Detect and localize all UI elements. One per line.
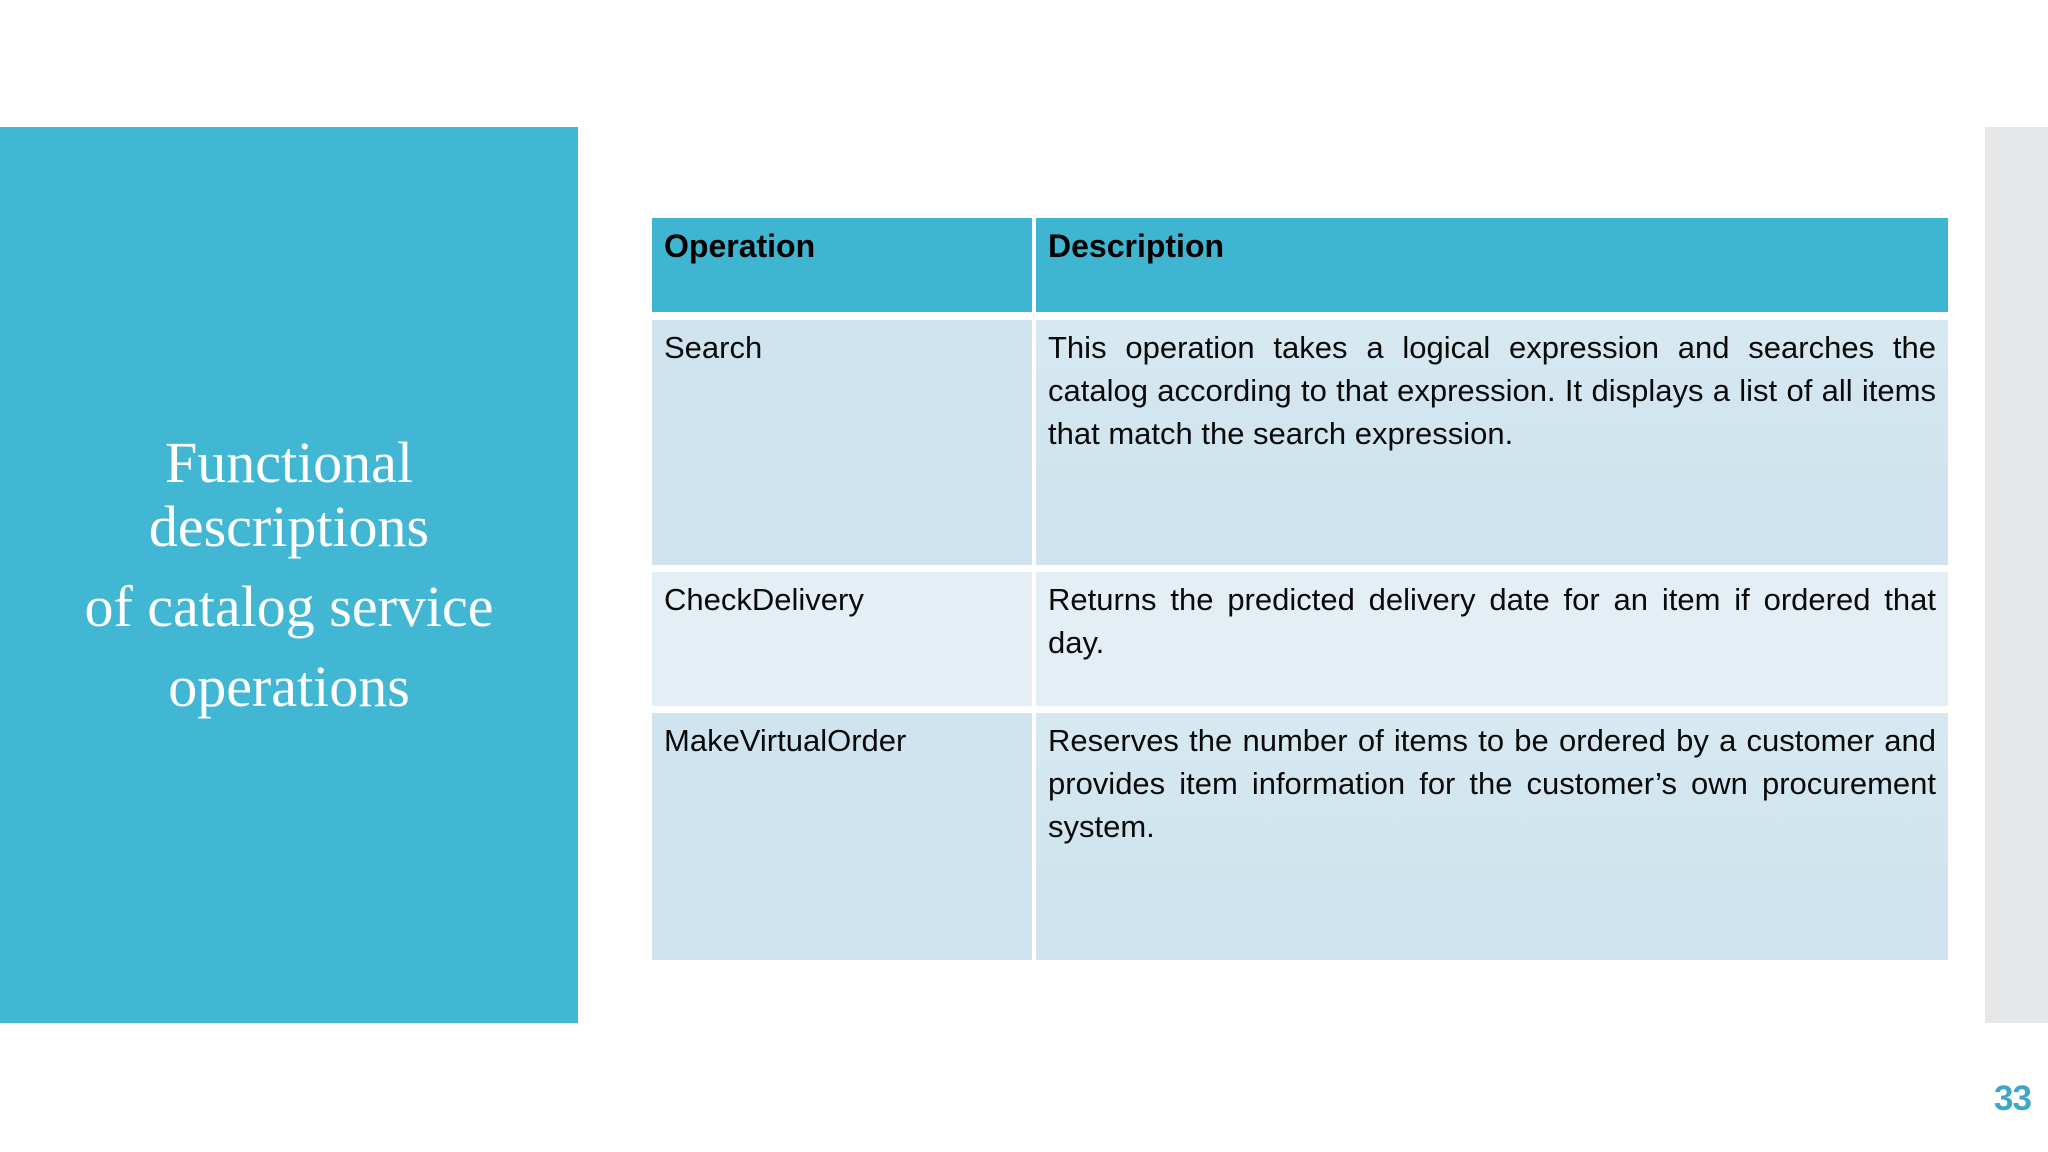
description-cell: Reserves the number of items to be order… bbox=[1036, 713, 1948, 960]
table-row: CheckDelivery Returns the predicted deli… bbox=[652, 572, 1948, 706]
title-line: operations bbox=[168, 654, 410, 719]
operation-cell: CheckDelivery bbox=[652, 572, 1032, 706]
title-line: of catalog service bbox=[84, 574, 494, 639]
description-cell: Returns the predicted delivery date for … bbox=[1036, 572, 1948, 706]
table-row: MakeVirtualOrder Reserves the number of … bbox=[652, 713, 1948, 960]
operation-cell: Search bbox=[652, 320, 1032, 565]
slide-title: Functional descriptions of catalog servi… bbox=[0, 431, 578, 719]
right-edge-strip bbox=[1985, 127, 2048, 1023]
table-header-row: Operation Description bbox=[652, 218, 1948, 312]
operations-table: Operation Description Search This operat… bbox=[652, 218, 1948, 960]
table-row: Search This operation takes a logical ex… bbox=[652, 320, 1948, 565]
title-line: descriptions bbox=[148, 494, 430, 559]
title-panel: Functional descriptions of catalog servi… bbox=[0, 127, 578, 1023]
description-cell: This operation takes a logical expressio… bbox=[1036, 320, 1948, 565]
header-cell-description: Description bbox=[1036, 218, 1948, 312]
page-number: 33 bbox=[1994, 1079, 2032, 1118]
title-line: Functional bbox=[164, 430, 414, 495]
operation-cell: MakeVirtualOrder bbox=[652, 713, 1032, 960]
header-cell-operation: Operation bbox=[652, 218, 1032, 312]
